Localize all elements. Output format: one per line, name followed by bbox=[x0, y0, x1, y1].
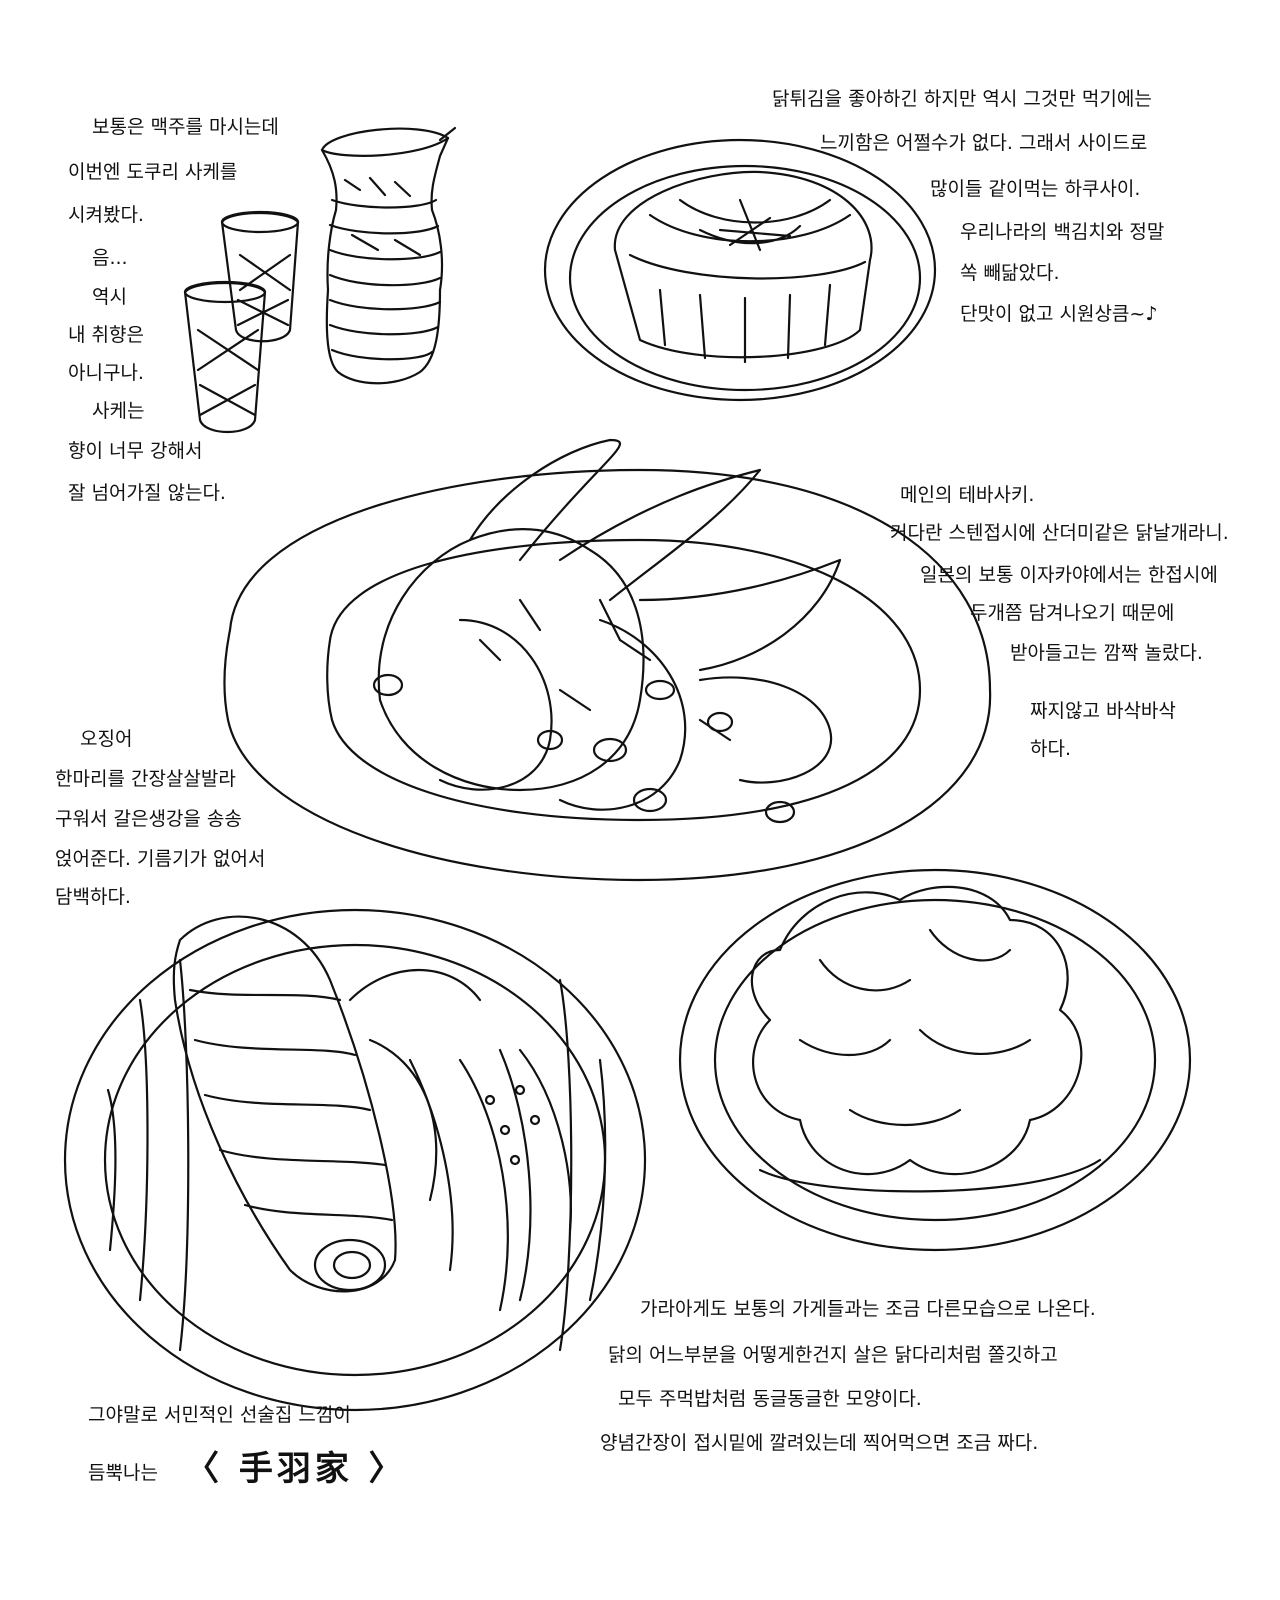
sake-note-line: 이번엔 도쿠리 사케를 bbox=[68, 161, 238, 183]
hakusai-note-line: 쏙 빼닮았다. bbox=[960, 262, 1060, 284]
closing-note-line1: 그야말로 서민적인 선술집 느낌이 bbox=[88, 1404, 351, 1426]
karaage-note-line: 닭의 어느부분을 어떻게한건지 살은 닭다리처럼 쫄깃하고 bbox=[608, 1344, 1058, 1366]
squid-plate-illustration bbox=[63, 908, 647, 1412]
tebasaki-note-line: 두개쯤 담겨나오기 때문에 bbox=[970, 602, 1175, 624]
tebasaki-note-line: 받아들고는 깜짝 놀랐다. bbox=[1010, 642, 1203, 664]
shop-name: 〈 手羽家 〉 bbox=[185, 1449, 407, 1489]
sake-note-line: 역시 bbox=[92, 286, 127, 308]
sake-note-line: 시켜봤다. bbox=[68, 204, 144, 226]
tebasaki-note-line: 메인의 테바사키. bbox=[900, 484, 1035, 506]
squid-note-line: 담백하다. bbox=[55, 886, 131, 908]
hakusai-note-line: 단맛이 없고 시원상큼~♪ bbox=[960, 303, 1158, 325]
karaage-note-line: 모두 주먹밥처럼 동글동글한 모양이다. bbox=[618, 1388, 922, 1410]
closing-note-line2-prefix: 듬뿍나는 bbox=[88, 1462, 158, 1484]
hakusai-note-line: 우리나라의 백김치와 정말 bbox=[960, 221, 1165, 243]
sake-cups-illustration bbox=[183, 210, 300, 433]
karaage-plate-illustration bbox=[678, 868, 1192, 1252]
squid-note-line: 얹어준다. 기름기가 없어서 bbox=[55, 848, 266, 870]
hakusai-note-line: 많이들 같이먹는 하쿠사이. bbox=[930, 178, 1141, 200]
squid-note-line: 한마리를 간장살살발라 bbox=[55, 768, 236, 790]
sake-note-line: 향이 너무 강해서 bbox=[68, 440, 203, 462]
sake-note-line: 사케는 bbox=[92, 400, 145, 422]
hakusai-note-line: 닭튀김을 좋아하긴 하지만 역시 그것만 먹기에는 bbox=[772, 88, 1152, 110]
hakusai-plate-illustration bbox=[543, 138, 937, 402]
squid-note-line: 오징어 bbox=[80, 728, 133, 750]
squid-note-line: 구워서 갈은생강을 송송 bbox=[55, 808, 242, 830]
tebasaki-note-line: 하다. bbox=[1030, 738, 1071, 760]
tebasaki-note-line: 커다란 스텐접시에 산더미같은 닭날개라니. bbox=[890, 522, 1229, 544]
karaage-note-line: 양념간장이 접시밑에 깔려있는데 찍어먹으면 조금 짜다. bbox=[600, 1432, 1039, 1454]
karaage-note-line: 가라아게도 보통의 가게들과는 조금 다른모습으로 나온다. bbox=[640, 1298, 1096, 1320]
hakusai-note-line: 느끼함은 어쩔수가 없다. 그래서 사이드로 bbox=[820, 132, 1148, 154]
sake-note-line: 음... bbox=[92, 247, 128, 269]
tebasaki-note-line: 일본의 보통 이자카야에서는 한접시에 bbox=[920, 564, 1218, 586]
sake-note-line: 내 취향은 bbox=[68, 324, 144, 346]
sake-note-line: 잘 넘어가질 않는다. bbox=[68, 482, 226, 504]
sake-note-line: 보통은 맥주를 마시는데 bbox=[92, 116, 279, 138]
tebasaki-platter-illustration bbox=[223, 438, 992, 882]
sake-note-line: 아니구나. bbox=[68, 362, 144, 384]
sake-tokkuri-illustration bbox=[320, 126, 457, 385]
tebasaki-note-line: 짜지않고 바삭바삭 bbox=[1030, 700, 1176, 722]
